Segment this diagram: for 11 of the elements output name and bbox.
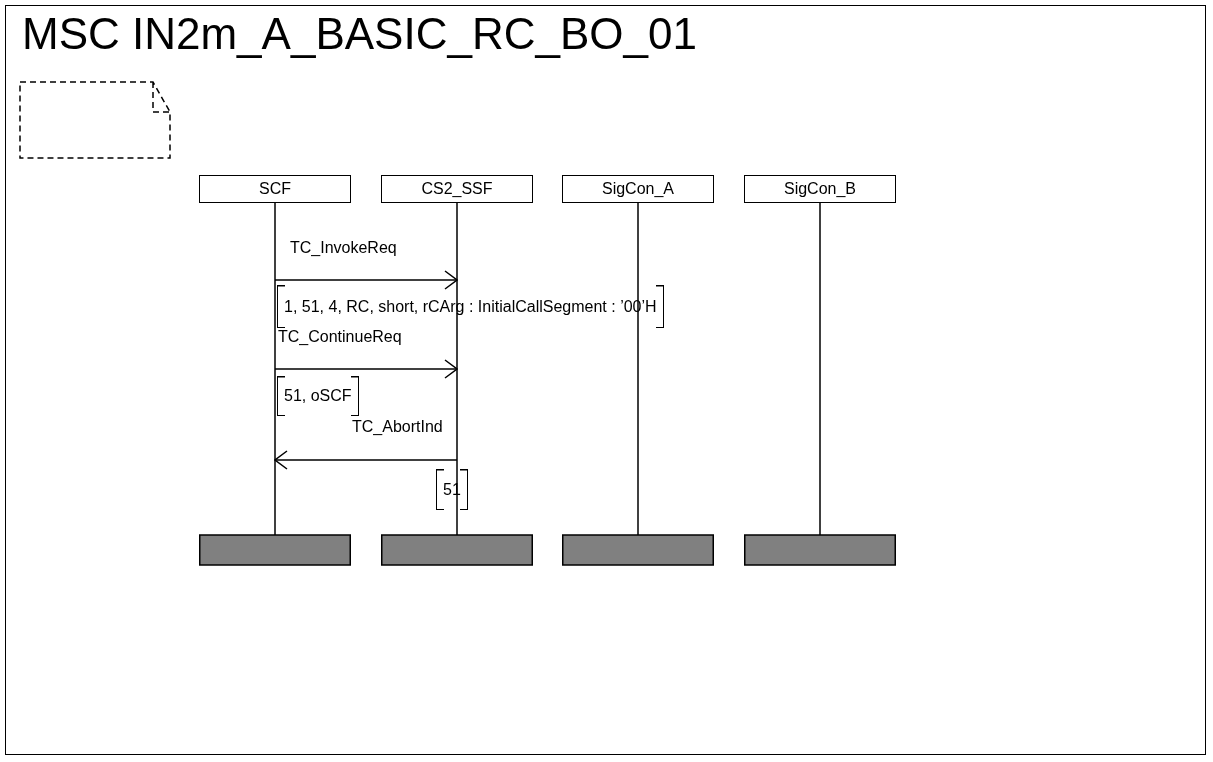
- instance-head: SigCon_B: [744, 175, 896, 203]
- instance-head: CS2_SSF: [381, 175, 533, 203]
- instance-head: SigCon_A: [562, 175, 714, 203]
- instance-head: SCF: [199, 175, 351, 203]
- message-name: TC_ContinueReq: [278, 327, 402, 347]
- message-name: TC_AbortInd: [352, 417, 443, 437]
- parameter-list: 51, oSCF: [277, 376, 359, 416]
- message-arrow: [274, 359, 458, 379]
- message-name: TC_InvokeReq: [290, 238, 397, 258]
- diagram-title: MSC IN2m_A_BASIC_RC_BO_01: [22, 8, 697, 60]
- message-arrow: [274, 450, 458, 470]
